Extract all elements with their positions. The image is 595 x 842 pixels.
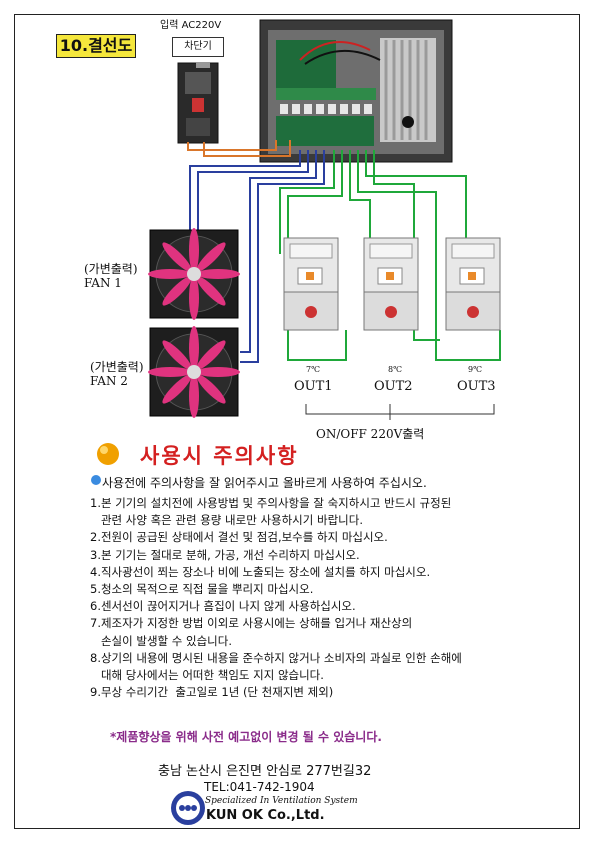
company-tel: TEL:041-742-1904: [204, 780, 315, 794]
caution-item: 8.상기의 내용에 명시된 내용을 준수하지 않거나 소비자의 과실로 인한 손…: [90, 650, 462, 683]
caution-item: 1.본 기기의 설치전에 사용방법 및 주의사항을 잘 숙지하시고 반드시 규정…: [90, 496, 452, 528]
company-name: KUN OK Co.,Ltd.: [206, 808, 325, 823]
caution-item: 3.본 기기는 절대로 분해, 가공, 개선 수리하지 마십시오.: [90, 547, 360, 562]
caution-intro: 사용전에 주의사항을 잘 읽어주시고 올바르게 사용하여 주십시오.: [102, 476, 427, 490]
contactor-2: [363, 237, 419, 331]
circuit-breaker: [177, 62, 219, 144]
input-wires: [187, 140, 291, 157]
breaker-label: 차단기: [172, 37, 224, 57]
fan-2: [148, 326, 240, 418]
diagram-title-badge: 10.결선도: [56, 34, 136, 58]
caution-title: 사용시 주의사항: [140, 444, 299, 468]
change-notice: *제품향상을 위해 사전 예고없이 변경 될 수 있습니다.: [110, 730, 382, 744]
onoff-output-label: ON/OFF 220V출력: [316, 427, 425, 441]
fan-wires: [189, 150, 325, 363]
out2-temp: 8℃: [388, 365, 403, 374]
caution-item: 7.제조자가 지정한 방법 이외로 사용시에는 상해를 입거나 재산상의 손실이…: [90, 616, 413, 648]
caution-item: 2.전원이 공급된 상태에서 결선 및 점검,보수를 하지 마십시오.: [90, 530, 388, 545]
company-tagline: Specialized In Ventilation System: [205, 796, 358, 806]
out3-label: OUT3: [457, 379, 496, 394]
fan-1-mode: (가변출력): [84, 262, 138, 276]
out2-label: OUT2: [374, 379, 413, 394]
company-logo-icon: [171, 791, 205, 825]
fan-2-mode: (가변출력): [90, 360, 144, 374]
out3-temp: 9℃: [468, 365, 483, 374]
contactor-3: [445, 237, 501, 331]
page-frame: [14, 14, 580, 829]
intro-bullet-icon: [91, 475, 101, 485]
input-power-label: 입력 AC220V: [160, 20, 222, 31]
company-address: 충남 논산시 은진면 안심로 277번길32: [158, 764, 372, 779]
caution-bullet-icon: [97, 443, 119, 465]
caution-item: 9.무상 수리기간 출고일로 1년 (단 천재지변 제외): [90, 685, 334, 700]
out1-label: OUT1: [294, 379, 333, 394]
caution-item: 4.직사광선이 쬐는 장소나 비에 노출되는 장소에 설치를 하지 마십시오.: [90, 564, 431, 579]
fan-2-name: FAN 2: [90, 374, 128, 388]
contactor-1: [283, 237, 339, 331]
fan-1: [148, 228, 240, 320]
caution-item: 5.청소의 목적으로 직접 물을 뿌리지 마십시오.: [90, 582, 314, 597]
controller-board: [259, 19, 453, 163]
caution-list: 1.본 기기의 설치전에 사용방법 및 주의사항을 잘 숙지하시고 반드시 규정…: [90, 495, 570, 701]
fan-2-label: (가변출력) FAN 2: [90, 360, 144, 388]
output-bracket: [305, 404, 495, 420]
caution-item: 6.센서선이 끊어지거나 흠집이 나지 않게 사용하십시오.: [90, 599, 356, 614]
fan-1-name: FAN 1: [84, 276, 122, 290]
fan-1-label: (가변출력) FAN 1: [84, 262, 138, 290]
out1-temp: 7℃: [306, 365, 321, 374]
